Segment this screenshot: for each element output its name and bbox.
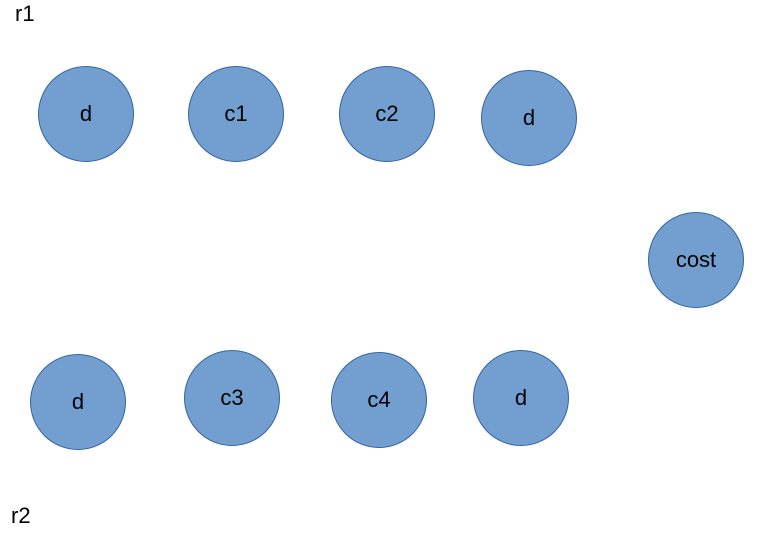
node-label: d [514,385,528,410]
node-label: cost [675,247,717,272]
node-c1: c1 [188,66,284,162]
node-label: d [71,389,85,414]
node-label: c4 [367,387,391,412]
node-r2-d-left: d [30,354,126,450]
node-label: c1 [224,101,248,126]
node-c3: c3 [184,350,280,446]
row-label-r1: r1 [15,1,35,26]
node-c2: c2 [339,66,435,162]
node-label: c2 [375,101,399,126]
node-label: d [79,101,93,126]
node-r1-d-right: d [481,70,577,166]
node-r1-d-left: d [38,66,134,162]
node-label: c3 [220,385,244,410]
node-r2-d-right: d [473,350,569,446]
row-label-r2: r2 [11,503,31,528]
node-cost: cost [648,212,744,308]
node-c4: c4 [331,352,427,448]
node-label: d [522,105,536,130]
